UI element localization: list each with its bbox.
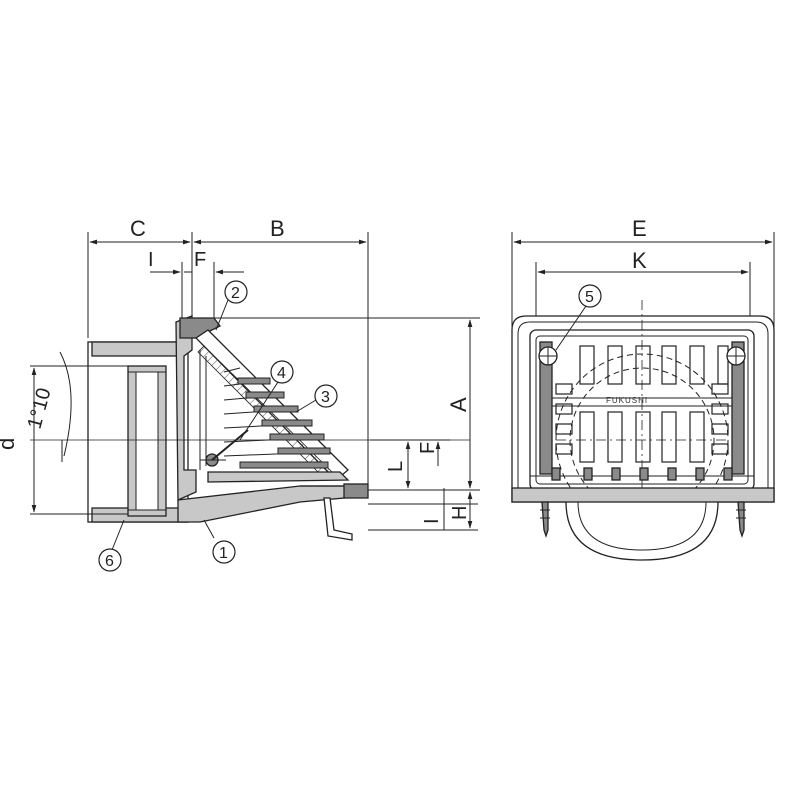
- label-b: B: [270, 216, 285, 241]
- outlet-pipe-bottom: [565, 501, 719, 561]
- leader-6: [111, 519, 125, 551]
- label-d: d: [0, 438, 19, 450]
- callout-6-label: 6: [105, 553, 114, 570]
- socket-wall-top: [91, 341, 181, 357]
- callout-3-circle: [314, 384, 338, 408]
- anchor-hook: [323, 497, 353, 541]
- label-i-right: I: [421, 518, 443, 524]
- leader-1: [203, 519, 215, 539]
- label-i-top: I: [148, 249, 154, 271]
- label-angle: 1°10: [24, 386, 56, 432]
- body-bottom: [177, 485, 367, 523]
- frame-base: [511, 487, 775, 503]
- label-a: A: [446, 397, 471, 412]
- front-view: [511, 232, 775, 561]
- anchor-bolt-right: [737, 501, 745, 539]
- callout-4-label: 4: [277, 365, 286, 382]
- grate-feet: [551, 467, 733, 481]
- callout-1-label: 1: [219, 545, 228, 562]
- grate-side-right: [731, 341, 745, 475]
- grate-side-left: [539, 341, 553, 475]
- label-f-right: F: [417, 442, 439, 454]
- callout-5-circle: [578, 284, 602, 308]
- callout-4-circle: [270, 360, 294, 384]
- anchor-bolt-left: [541, 501, 549, 539]
- callout-5-label: 5: [585, 289, 594, 306]
- callouts-side: [98, 280, 338, 572]
- leader-4: [239, 381, 279, 441]
- leader-5: [555, 305, 587, 351]
- label-c: C: [130, 216, 146, 241]
- label-k: K: [632, 248, 647, 273]
- callout-3-label: 3: [321, 389, 330, 406]
- leader-3: [295, 399, 317, 413]
- grate-slots: [555, 345, 729, 463]
- leader-2: [215, 299, 229, 331]
- label-l: L: [385, 461, 407, 472]
- side-view: [30, 232, 480, 551]
- angle-arc: [59, 351, 72, 457]
- label-e: E: [632, 216, 647, 241]
- label-f-top: F: [194, 249, 206, 271]
- screen-bars: [223, 367, 331, 469]
- callout-6-circle: [98, 548, 122, 572]
- grate-brand-text: FUKUSHI: [606, 396, 648, 405]
- callout-2-label: 2: [231, 285, 240, 302]
- callout-2-circle: [224, 280, 248, 304]
- bolt-shaft: [211, 429, 249, 461]
- outlet-lip: [343, 483, 369, 499]
- label-h: H: [449, 506, 471, 520]
- callout-1-circle: [212, 540, 236, 564]
